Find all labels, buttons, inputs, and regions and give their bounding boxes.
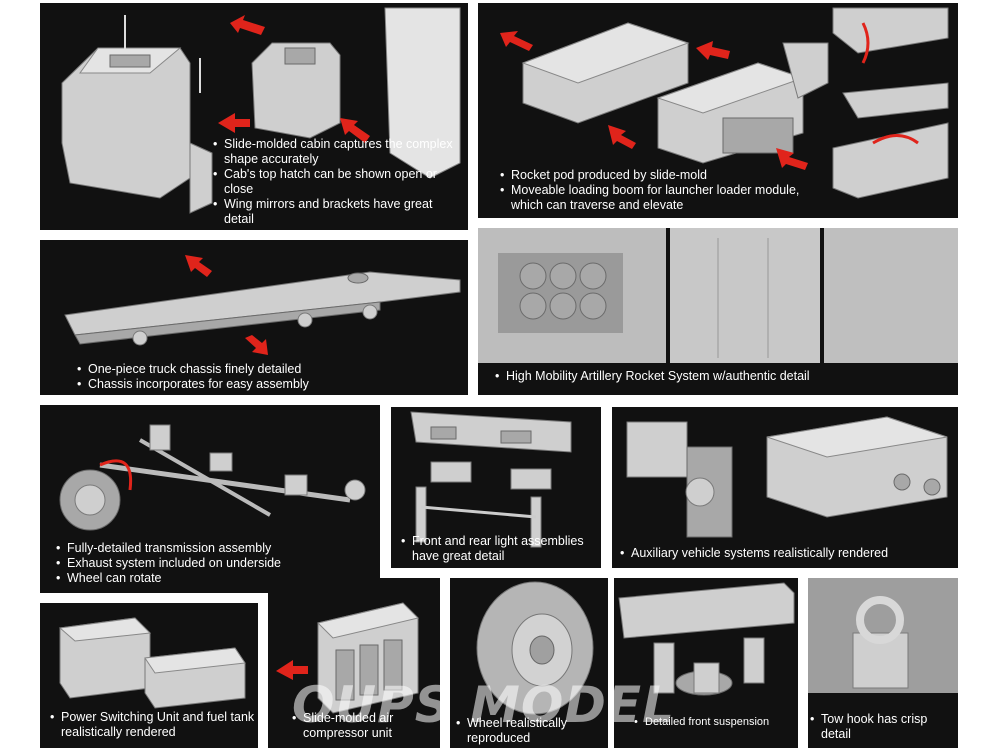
caption-bullet: Power Switching Unit and fuel tank reali… <box>50 710 255 740</box>
caption-bullet: Cab's top hatch can be shown open or clo… <box>213 167 458 197</box>
caption-bullet: Detailed front suspension <box>634 715 794 730</box>
caption-bullet: One-piece truck chassis finely detailed <box>77 362 377 377</box>
panel-transmission: Fully-detailed transmission assembly Exh… <box>40 405 380 593</box>
panel-auxiliary: Auxiliary vehicle systems realistically … <box>612 407 958 568</box>
chassis-caption: One-piece truck chassis finely detailed … <box>77 362 377 392</box>
caption-bullet: Slide-molded cabin captures the complex … <box>213 137 458 167</box>
chassis-illustration <box>64 255 461 355</box>
transmission-illustration <box>59 424 366 531</box>
panel-rocket-pod: Rocket pod produced by slide-mold Moveab… <box>478 3 958 218</box>
suspension-caption: Detailed front suspension <box>634 715 794 730</box>
caption-bullet: Fully-detailed transmission assembly <box>56 541 356 556</box>
towhook-caption: Tow hook has crisp detail <box>810 712 955 742</box>
caption-bullet: Moveable loading boom for launcher loade… <box>500 183 820 213</box>
panel-towhook: Tow hook has crisp detail <box>808 578 958 748</box>
panel-cabin: Slide-molded cabin captures the complex … <box>40 3 468 230</box>
power-caption: Power Switching Unit and fuel tank reali… <box>50 710 255 740</box>
caption-bullet: Auxiliary vehicle systems realistically … <box>620 546 950 561</box>
watermark: OUPS MODEL <box>292 676 675 734</box>
panel-compressor: Slide-molded air compressor unit <box>268 578 440 748</box>
compressor-caption: Slide-molded air compressor unit <box>292 711 437 741</box>
panel-power: Power Switching Unit and fuel tank reali… <box>40 603 258 748</box>
caption-bullet: Chassis incorporates for easy assembly <box>77 377 377 392</box>
caption-bullet: Tow hook has crisp detail <box>810 712 955 742</box>
panel-himars: High Mobility Artillery Rocket System w/… <box>478 228 958 395</box>
cabin-illustration <box>61 7 461 214</box>
caption-bullet: Exhaust system included on underside <box>56 556 356 571</box>
caption-bullet: High Mobility Artillery Rocket System w/… <box>495 369 935 384</box>
caption-bullet: Front and rear light assemblies have gre… <box>401 534 596 564</box>
panel-suspension: Detailed front suspension <box>614 578 798 748</box>
auxiliary-caption: Auxiliary vehicle systems realistically … <box>620 546 950 561</box>
wheel-caption: Wheel realistically reproduced <box>456 716 601 746</box>
rocket-pod-caption: Rocket pod produced by slide-mold Moveab… <box>500 168 820 213</box>
transmission-caption: Fully-detailed transmission assembly Exh… <box>56 541 356 586</box>
panel-chassis: One-piece truck chassis finely detailed … <box>40 240 468 395</box>
caption-bullet: Wing mirrors and brackets have great det… <box>213 197 458 227</box>
compressor-illustration <box>276 602 419 714</box>
cabin-caption: Slide-molded cabin captures the complex … <box>213 137 458 227</box>
auxiliary-illustration <box>626 416 948 538</box>
lights-caption: Front and rear light assemblies have gre… <box>401 534 596 564</box>
panel-wheel: Wheel realistically reproduced <box>450 578 608 748</box>
himars-illustration <box>478 228 958 363</box>
caption-bullet: Wheel realistically reproduced <box>456 716 601 746</box>
power-illustration <box>58 617 246 709</box>
caption-bullet: Rocket pod produced by slide-mold <box>500 168 820 183</box>
rocket-pod-illustration <box>500 7 949 199</box>
towhook-illustration <box>808 578 958 693</box>
caption-bullet: Slide-molded air compressor unit <box>292 711 437 741</box>
panel-lights: Front and rear light assemblies have gre… <box>391 407 601 568</box>
caption-bullet: Wheel can rotate <box>56 571 356 586</box>
himars-caption: High Mobility Artillery Rocket System w/… <box>495 369 935 384</box>
suspension-illustration <box>618 582 795 696</box>
wheel-illustration <box>476 581 594 715</box>
